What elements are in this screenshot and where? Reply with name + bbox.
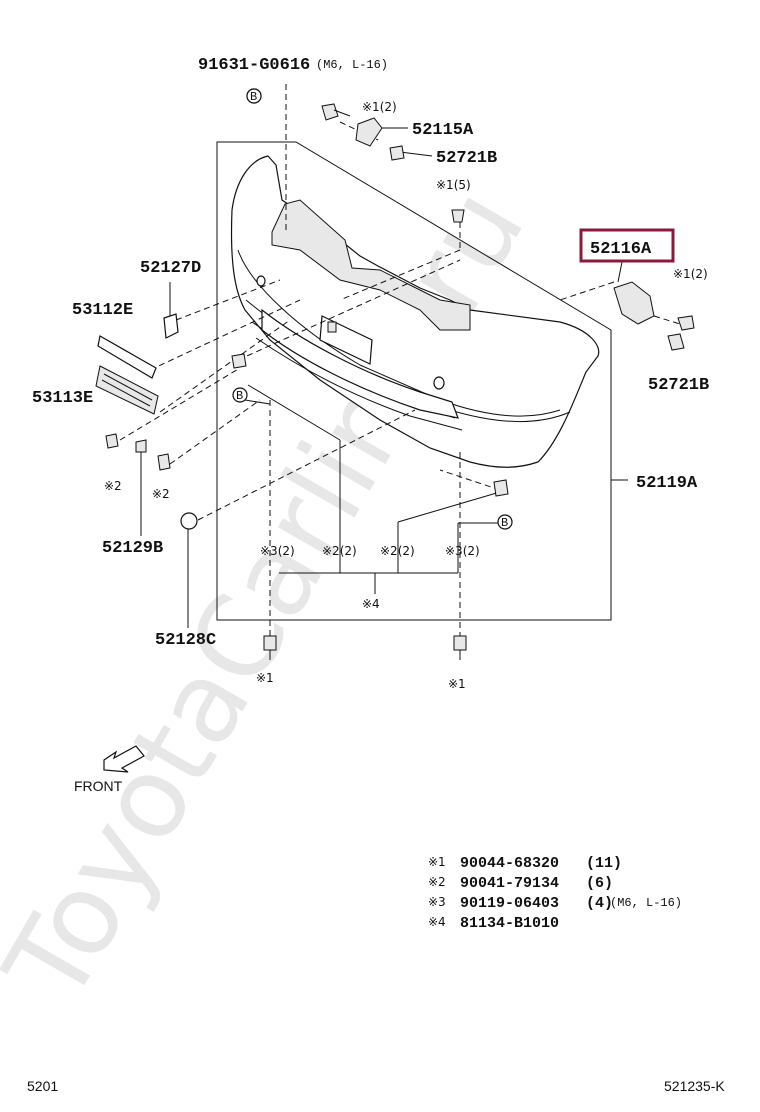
svg-text:(11): (11) (586, 855, 622, 872)
part-52115A-bracket (355, 117, 383, 147)
note-3-2-left: ※3(2) (260, 544, 295, 558)
part-clip-left (105, 433, 119, 449)
footer-page-code: 5201 (27, 1078, 58, 1094)
label-52129B: 52129B (102, 539, 163, 558)
label-91631-G0616: 91631-G0616 (198, 56, 310, 75)
solid-leaders (140, 127, 623, 628)
marker-b-2: B (232, 387, 248, 403)
part-52721B-right-nut (667, 333, 685, 351)
note-1-bottom-left: ※1 (256, 671, 274, 685)
part-clip-right (677, 315, 695, 331)
part-53112E-molding (97, 335, 157, 379)
svg-text:※4: ※4 (428, 915, 446, 929)
svg-text:※1: ※1 (428, 855, 446, 869)
note-4: ※4 (362, 597, 380, 611)
part-52129B (135, 439, 147, 453)
note-2-mid: ※2 (152, 487, 170, 501)
note-1-bottom-right: ※1 (448, 677, 466, 691)
assembly-outline (216, 141, 612, 621)
part-screw-bottom-left (263, 635, 277, 660)
note-1-2-top: ※1(2) (362, 100, 397, 114)
legend-row: ※1 90044-68320 (11) (428, 855, 622, 872)
svg-text:B: B (236, 389, 243, 403)
label-52116A[interactable]: 52116A (590, 240, 652, 259)
part-52721B-top-nut (389, 145, 405, 161)
label-52115A: 52115A (412, 121, 474, 140)
note-2-left: ※2 (104, 479, 122, 493)
svg-text:(6): (6) (586, 875, 613, 892)
label-52119A: 52119A (636, 474, 698, 493)
label-52127D: 52127D (140, 259, 201, 278)
part-52127D-cap (163, 313, 179, 339)
svg-text:81134-B1010: 81134-B1010 (460, 915, 559, 932)
part-clip-bumper-right (493, 479, 509, 497)
legend-row: ※3 90119-06403 (4) (M6, L-16) (428, 895, 682, 912)
plate-bolt-left (327, 321, 337, 333)
part-clip-mid-left (157, 453, 171, 471)
svg-text:90041-79134: 90041-79134 (460, 875, 559, 892)
part-52116A-bracket (613, 281, 681, 325)
svg-text:※3: ※3 (428, 895, 446, 909)
svg-text:B: B (250, 90, 257, 104)
label-52721B-top: 52721B (436, 149, 497, 168)
highlight-box-52116A (579, 228, 675, 263)
part-clip-top (321, 103, 351, 121)
marker-b-3: B (497, 514, 513, 530)
label-53112E: 53112E (72, 301, 133, 320)
note-1-2-right: ※1(2) (673, 267, 708, 281)
svg-text:※2: ※2 (428, 875, 446, 889)
marker-b-1: B (246, 88, 262, 104)
note-1-5: ※1(5) (436, 178, 471, 192)
note-2-2-right: ※2(2) (380, 544, 415, 558)
svg-text:90119-06403: 90119-06403 (460, 895, 559, 912)
part-52128C-cap (180, 512, 198, 530)
legend-row: ※4 81134-B1010 (428, 915, 559, 932)
label-91631-spec: (M6, L-16) (316, 58, 388, 72)
svg-text:90044-68320: 90044-68320 (460, 855, 559, 872)
legend-row: ※2 90041-79134 (6) (428, 875, 613, 892)
legend: ※1 90044-68320 (11) ※2 90041-79134 (6) ※… (428, 855, 682, 932)
bumper-cover (230, 155, 600, 468)
part-screw-bottom-right (453, 635, 467, 660)
label-52721B-right: 52721B (648, 376, 709, 395)
front-arrow-icon (103, 745, 145, 773)
part-clip-mid (451, 209, 465, 223)
label-53113E: 53113E (32, 389, 93, 408)
svg-text:(4): (4) (586, 895, 613, 912)
svg-text:B: B (501, 516, 508, 530)
part-clip-bumper-left (231, 353, 247, 369)
front-label: FRONT (74, 778, 123, 794)
note-2-2-left: ※2(2) (322, 544, 357, 558)
svg-text:(M6, L-16): (M6, L-16) (610, 896, 682, 910)
label-52128C: 52128C (155, 631, 216, 650)
part-53113E-molding (95, 365, 159, 415)
footer-diagram-id: 521235-K (664, 1078, 725, 1094)
leader-lines (119, 84, 615, 636)
note-3-2-right: ※3(2) (445, 544, 480, 558)
